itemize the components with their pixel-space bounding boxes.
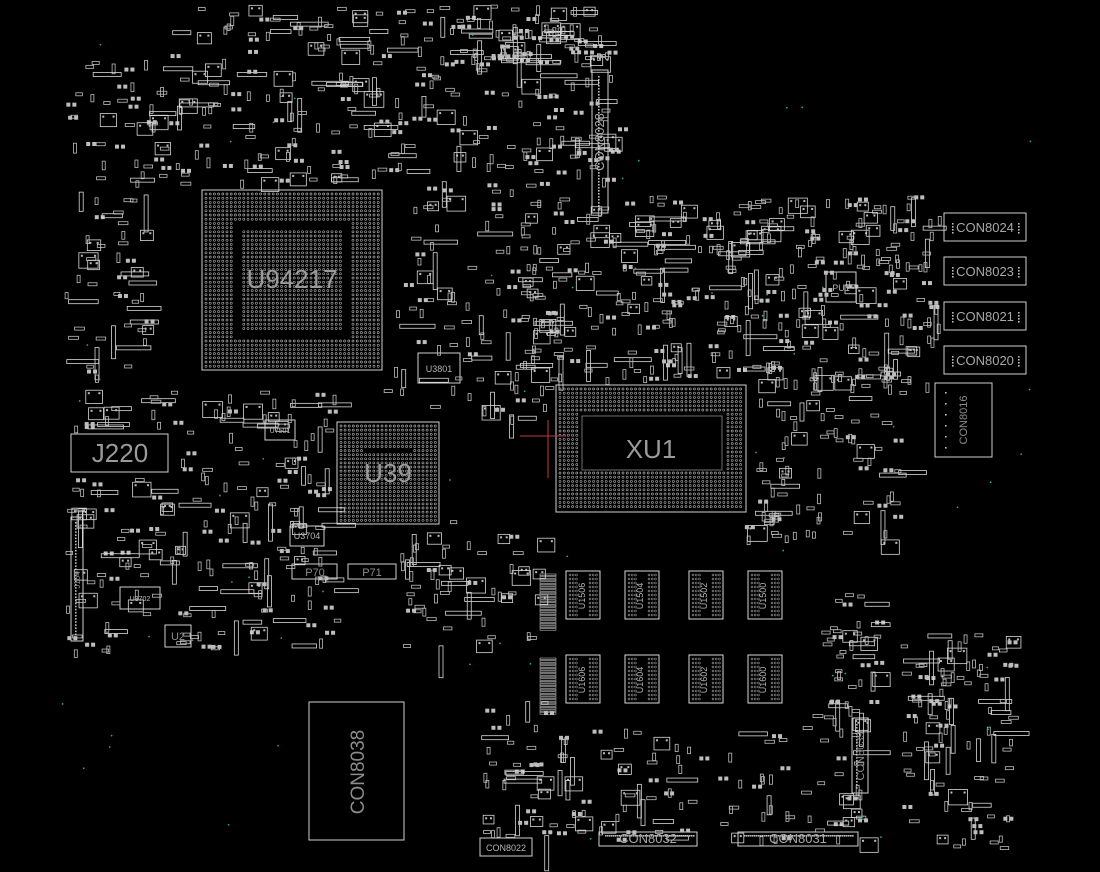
label-j220: J220 — [92, 438, 148, 468]
label-u1504: U1504 — [635, 583, 645, 610]
pad-p70[interactable] — [291, 563, 338, 580]
connector-con8021[interactable] — [943, 301, 1027, 331]
chip-xu1[interactable] — [555, 384, 747, 513]
connector-con8016[interactable] — [934, 382, 993, 458]
label-con8028: CON8028 — [592, 113, 607, 171]
label-u3704: U3704 — [294, 531, 321, 541]
label-j164: J164 — [73, 571, 82, 589]
label-u3801: U3801 — [426, 364, 453, 374]
connector-con8023[interactable] — [943, 256, 1027, 286]
label-u1600: U1600 — [758, 667, 768, 694]
label-u1604: U1604 — [635, 667, 645, 694]
label-pu1: PU1 — [832, 283, 850, 293]
label-u1500: U1500 — [758, 583, 768, 610]
chip-u39[interactable] — [336, 421, 440, 525]
chip-u94217[interactable] — [201, 189, 383, 371]
label-con8038: CON8038 — [348, 730, 369, 815]
label-xu1: XU1 — [626, 434, 677, 464]
label-u1502: U1502 — [699, 583, 709, 610]
label-con8032: CON8032 — [619, 831, 677, 846]
label-u1506: U1506 — [577, 583, 587, 610]
label-u2: U2 — [171, 631, 185, 643]
connector-con8024[interactable] — [943, 212, 1027, 242]
chip-u7501[interactable] — [264, 419, 296, 441]
connector-con8038[interactable] — [308, 701, 405, 841]
via-dots — [61, 34, 1032, 840]
label-u39: U39 — [364, 458, 412, 488]
label-con8022: CON8022 — [486, 843, 526, 853]
label-con8031: CON8031 — [769, 831, 827, 846]
label-u1606: U1606 — [577, 667, 587, 694]
smd-components — [64, 4, 1030, 872]
connector-con8022[interactable] — [479, 837, 533, 857]
label-u94217: U94217 — [246, 264, 337, 294]
chip-u3702[interactable] — [119, 586, 161, 610]
label-con8021: CON8021 — [956, 309, 1014, 324]
pad-p71[interactable] — [347, 563, 397, 580]
label-con8039: CON8039 — [855, 732, 867, 781]
connector-con8028[interactable] — [591, 69, 609, 214]
label-con8024: CON8024 — [956, 220, 1014, 235]
label-u7501: U7501 — [270, 428, 291, 435]
connector-con8032[interactable] — [598, 831, 698, 847]
label-u3702: U3702 — [130, 596, 151, 603]
connector-con8031[interactable] — [737, 831, 859, 847]
label-p71: P71 — [362, 567, 382, 579]
label-con8023: CON8023 — [956, 264, 1014, 279]
connector-con8020[interactable] — [943, 345, 1027, 375]
label-con8016: CON8016 — [958, 396, 970, 445]
label-con8020: CON8020 — [956, 353, 1014, 368]
label-p70: P70 — [305, 567, 325, 579]
connector-j220[interactable] — [70, 433, 169, 473]
dram-array — [539, 570, 783, 715]
label-u1602: U1602 — [699, 667, 709, 694]
chip-u3801[interactable] — [417, 352, 461, 384]
